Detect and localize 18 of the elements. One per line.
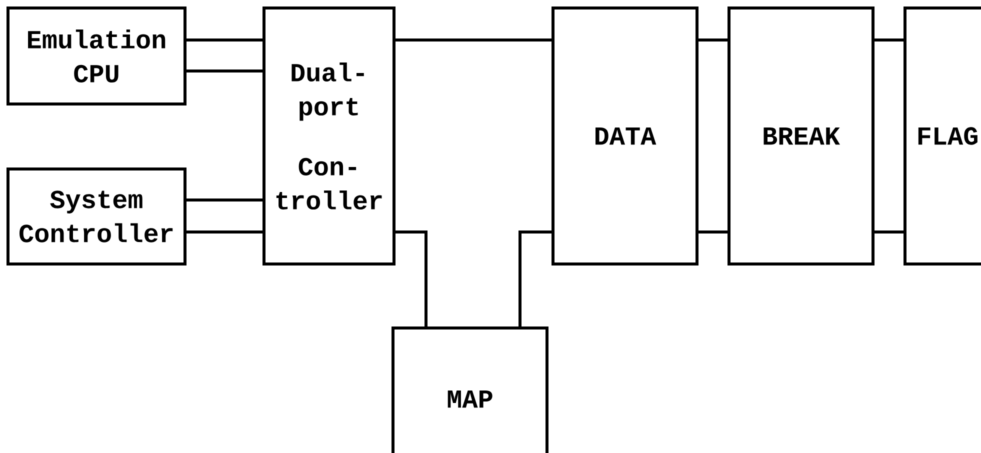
block-box: BREAK	[728, 6, 874, 266]
connector-line	[518, 230, 552, 326]
block-box: System Controller	[6, 168, 186, 266]
block-box: DATA	[552, 6, 698, 266]
block-box: Emulation CPU	[6, 6, 186, 106]
connector-line	[874, 230, 904, 234]
connector-line	[874, 38, 904, 42]
connector-line	[186, 38, 262, 42]
connector-line	[186, 230, 262, 234]
connector-line	[698, 38, 728, 42]
block-box: Dual- port Con- troller	[262, 6, 396, 266]
block-box: MAP	[392, 326, 548, 453]
connector-line	[186, 70, 262, 72]
connector-line	[396, 230, 428, 326]
connector-line	[396, 38, 552, 42]
connector-line	[698, 230, 728, 234]
connector-line	[186, 198, 262, 202]
block-box: FLAG	[904, 6, 981, 266]
